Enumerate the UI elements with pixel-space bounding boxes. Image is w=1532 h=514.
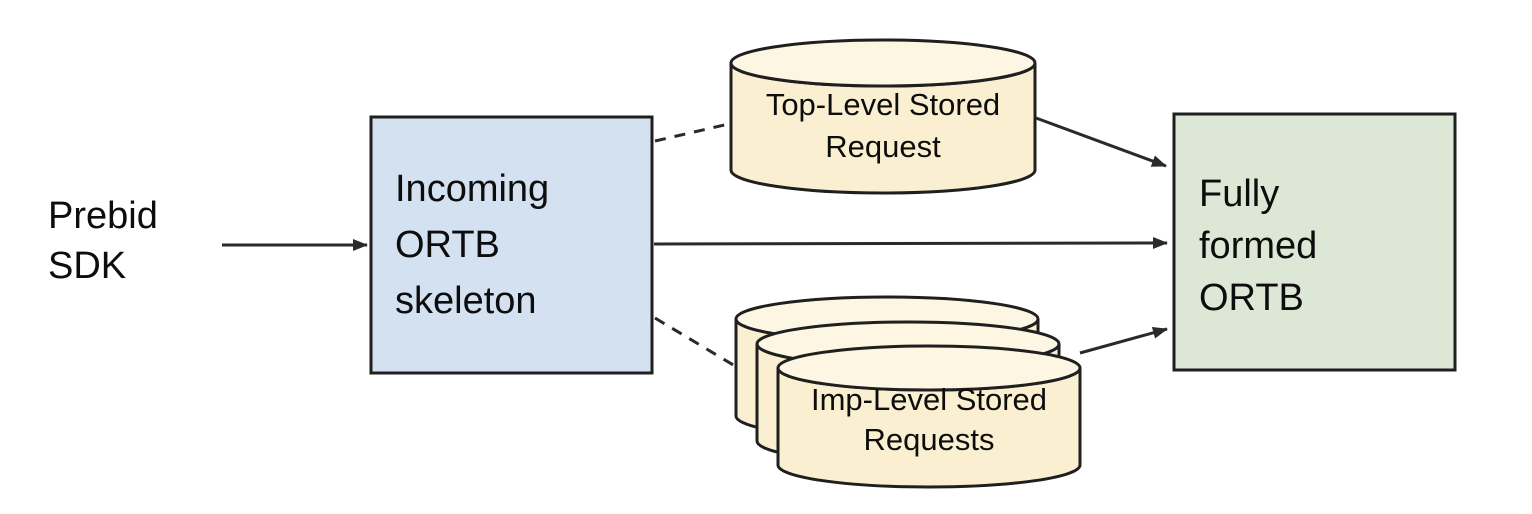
incoming-ortb-label-line2: ORTB: [395, 224, 500, 266]
fully-formed-ortb-label-line1: Fully: [1199, 173, 1280, 215]
fully-formed-ortb-box: [1172, 112, 1457, 372]
edge-imp-stored-to-fully-formed-arrow: [1079, 326, 1168, 355]
cylinder-top-front: [776, 344, 1082, 392]
incoming-ortb-label-line1: Incoming: [395, 168, 550, 210]
imp-stored-requests-label-line1: Imp-Level Stored: [810, 382, 1048, 417]
top-stored-request-cylinder: [729, 38, 1037, 195]
prebid-sdk-label-line1: Prebid: [48, 195, 158, 237]
prebid-sdk-label-line2: SDK: [48, 245, 127, 287]
fully-formed-ortb-label-line2: formed: [1199, 225, 1318, 267]
imp-stored-requests-cylinder-stack: [734, 295, 1082, 489]
edge-incoming-to-imp-stored-dashed: [654, 316, 741, 371]
incoming-ortb-label: Incoming ORTB skeleton: [395, 161, 645, 329]
imp-stored-requests-label: Imp-Level Stored Requests: [778, 380, 1080, 460]
cylinder-top: [729, 38, 1037, 88]
prebid-sdk-label: Prebid SDK: [48, 191, 218, 291]
top-stored-request-label: Top-Level Stored Request: [731, 84, 1035, 168]
fully-formed-ortb-label: Fully formed ORTB: [1199, 168, 1439, 324]
edge-incoming-to-top-stored-dashed: [654, 121, 734, 143]
fully-formed-ortb-label-line3: ORTB: [1199, 277, 1304, 319]
imp-stored-requests-label-line2: Requests: [863, 422, 995, 457]
edge-top-stored-to-fully-formed-arrow: [1035, 116, 1167, 168]
incoming-ortb-label-line3: skeleton: [395, 280, 537, 322]
top-stored-request-label-line2: Request: [825, 129, 941, 164]
edge-incoming-to-fully-formed-arrow: [653, 237, 1168, 250]
top-stored-request-label-line1: Top-Level Stored: [765, 87, 1001, 122]
incoming-ortb-box: [369, 115, 654, 375]
